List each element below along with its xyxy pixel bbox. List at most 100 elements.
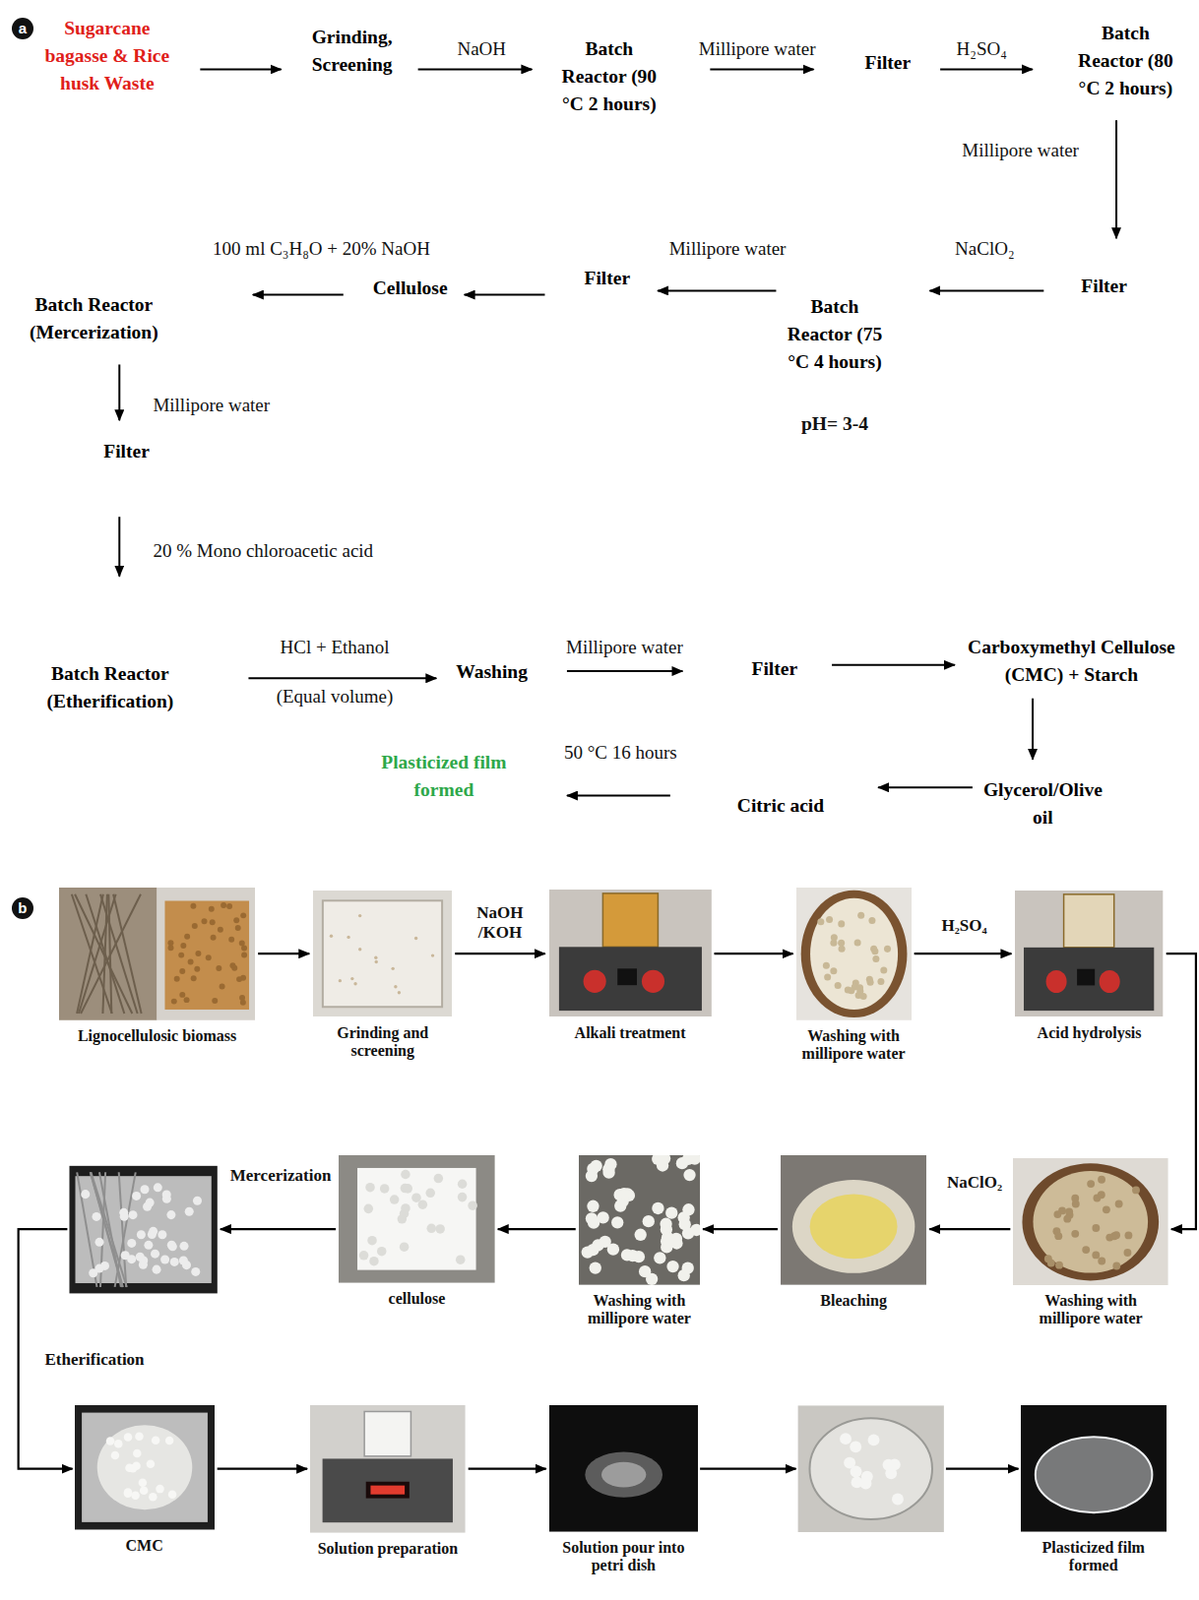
layout-shape [669,1233,682,1246]
photo [338,1155,496,1284]
flow-arrow [567,670,684,673]
layout-shape [179,1242,189,1252]
layout-shape [217,927,224,934]
layout-shape [371,1486,406,1496]
photo [74,1405,215,1530]
layout-shape [1124,1249,1133,1258]
layout-shape [856,984,864,992]
process-step: Cellulose [373,274,448,303]
layout-shape [1020,1405,1167,1533]
layout-shape [179,968,186,975]
layout-shape [1014,890,1163,1018]
process-step: Filter [865,49,912,77]
layout-shape [888,1458,901,1471]
layout-shape [136,1230,146,1240]
layout-shape [130,1492,140,1502]
photo [578,1155,700,1286]
layout-shape [168,1242,178,1252]
photo [780,1155,927,1286]
layout-shape [665,1207,678,1220]
flow-arrow [567,795,671,798]
layout-shape [233,917,240,924]
photo-step: Solution preparation [310,1405,466,1559]
layout-shape [100,894,138,1014]
layout-shape [139,1487,149,1497]
layout-shape [418,1200,429,1211]
layout-shape [74,1405,215,1530]
process-step: Batch Reactor (75 °C 4 hours) [785,293,884,377]
edge-label: NaOH [454,38,508,61]
photo-step: cellulose [338,1155,496,1309]
edge-label: HCl + Ethanol [278,636,392,659]
flow-arrow [252,294,344,297]
layout-shape [178,951,185,958]
layout-shape [1077,969,1096,987]
layout-shape [364,1204,375,1215]
photo-caption: Washing with millipore water [1012,1292,1169,1328]
note-label: (Equal volume) [274,686,396,708]
layout-shape [1113,1262,1122,1270]
step-text: Filter [103,438,150,466]
flow-arrow [1115,120,1118,239]
layout-shape [96,1426,192,1512]
layout-shape [174,976,181,983]
layout-shape [457,1193,468,1203]
note-label: Etherification [43,1350,147,1371]
layout-shape [358,914,362,918]
layout-shape [586,1200,599,1213]
layout-shape [400,1170,411,1181]
layout-shape [205,954,212,961]
step-text: Filter [865,49,912,77]
layout-shape [877,978,884,986]
photo [549,1405,698,1533]
layout-shape [549,1405,698,1533]
edge-label: H₂SO₄ [954,38,1010,61]
layout-shape [393,985,397,989]
step-text: Filter [583,264,631,293]
layout-shape [1054,1210,1063,1219]
layout-shape [374,956,378,960]
layout-shape [1064,894,1115,948]
layout-shape [310,1405,466,1534]
flow-arrow [709,67,814,70]
layout-shape [145,1199,155,1208]
layout-shape [171,998,178,1005]
layout-shape [658,1155,671,1166]
layout-shape [180,943,187,949]
flow-arrow [418,67,533,70]
process-step: Grinding, Screening [311,23,394,79]
layout-shape [1102,1205,1111,1214]
layout-shape [126,1255,136,1264]
layout-shape [617,1188,630,1200]
edge-label: Millipore water [667,238,789,260]
layout-shape [76,1172,97,1288]
photo-caption: Plasticized film formed [1020,1539,1167,1576]
layout-shape [871,947,879,955]
edge-label: NaOH /KOH [467,903,533,944]
layout-shape [434,1174,444,1185]
layout-shape [359,1252,370,1263]
layout-shape [160,1255,170,1264]
layout-shape [780,1155,927,1286]
layout-shape [602,1167,615,1180]
process-step: Glycerol/Olive oil [982,776,1104,832]
layout-shape [148,1493,158,1503]
layout-shape [601,1462,646,1489]
panel-badge: a [11,17,34,40]
layout-shape [582,970,606,994]
layout-shape [559,946,702,1011]
note-label: Mercerization [228,1166,334,1187]
layout-shape [1132,1186,1140,1195]
layout-shape [591,1240,604,1253]
layout-shape [241,951,248,958]
layout-shape [821,962,829,970]
process-step: Sugarcane bagasse & Rice husk Waste [43,14,171,98]
layout-shape [1022,1163,1160,1281]
layout-shape [400,1204,411,1215]
layout-shape [389,1196,400,1206]
layout-shape [369,1257,379,1267]
process-step: Citric acid [737,792,824,821]
layout-shape [891,1494,904,1507]
layout-shape [147,1230,157,1240]
